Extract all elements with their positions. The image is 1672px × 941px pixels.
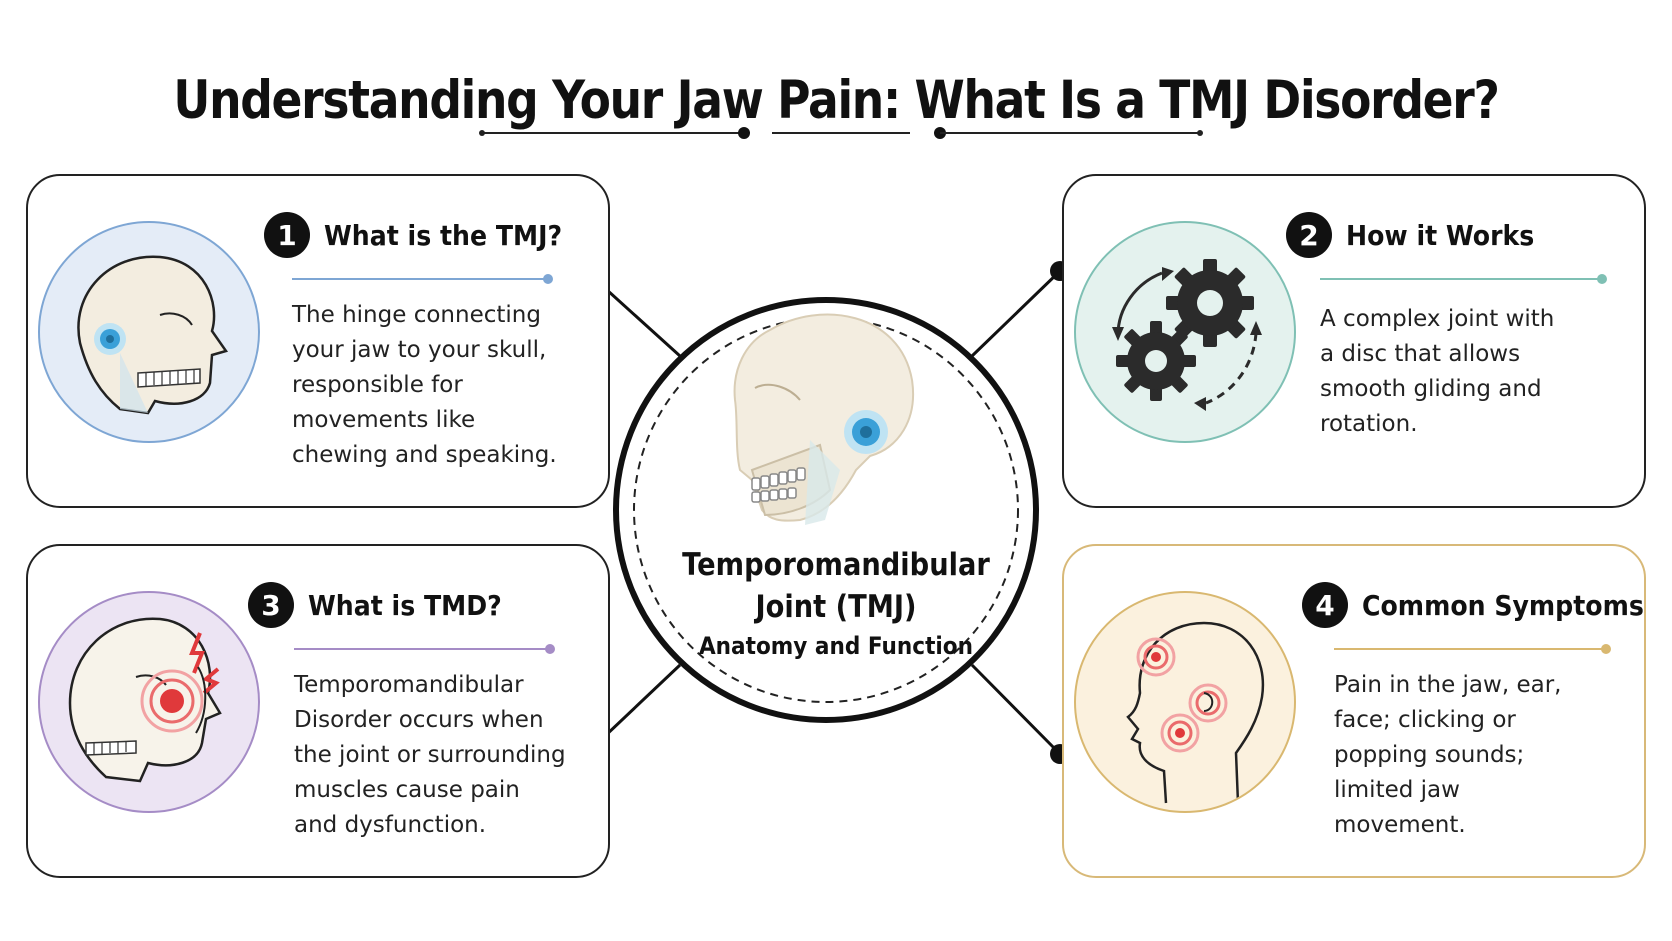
card-what-is-tmj: 1 What is the TMJ? The hinge connecting … [26, 174, 610, 508]
center-skull-icon [733, 313, 915, 525]
card-divider [1320, 274, 1607, 284]
step-badge: 4 [1302, 582, 1348, 628]
gears-icon [1074, 221, 1296, 443]
card-title: Common Symptoms [1362, 588, 1644, 622]
card-what-is-tmd: 3 What is TMD? Temporomandibular Disorde… [26, 544, 610, 878]
card-description: Pain in the jaw, ear, face; clicking or … [1334, 672, 1562, 838]
center-subtitle: Anatomy and Function [698, 632, 974, 660]
head-pain-points-icon [1074, 591, 1296, 813]
step-badge: 3 [248, 582, 294, 628]
card-divider [292, 274, 553, 284]
card-title: What is the TMJ? [324, 218, 563, 252]
card-how-it-works: 2 How it Works A complex joint with a di… [1062, 174, 1646, 508]
center-title: Temporomandibular Joint (TMJ) [682, 547, 990, 625]
card-divider [1334, 644, 1611, 654]
card-common-symptoms: 4 Common Symptoms Pain in the jaw, ear, … [1062, 544, 1646, 878]
step-badge: 2 [1286, 212, 1332, 258]
skull-jaw-joint-icon [38, 221, 260, 443]
skull-pain-icon [38, 591, 260, 813]
card-title: What is TMD? [308, 588, 502, 622]
card-title: How it Works [1346, 218, 1535, 252]
card-header: 3 What is TMD? [248, 582, 523, 628]
card-header: 2 How it Works [1286, 212, 1555, 258]
card-description: The hinge connecting your jaw to your sk… [292, 302, 557, 468]
title-divider [479, 127, 1203, 139]
card-description: Temporomandibular Disorder occurs when t… [294, 672, 566, 838]
card-header: 4 Common Symptoms [1302, 582, 1672, 628]
card-description: A complex joint with a disc that allows … [1320, 306, 1555, 437]
card-divider [294, 644, 555, 654]
card-header: 1 What is the TMJ? [264, 212, 589, 258]
step-badge: 1 [264, 212, 310, 258]
page-title: Understanding Your Jaw Pain: What Is a T… [173, 69, 1500, 131]
